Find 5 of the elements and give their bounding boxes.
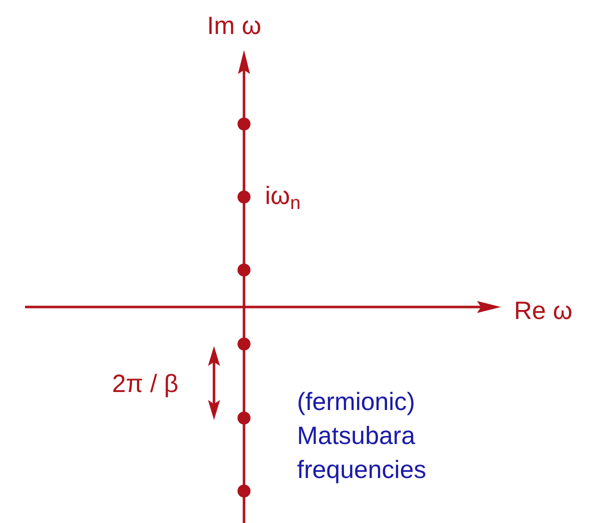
- axis-label: Im ω: [207, 11, 262, 42]
- axis-label: Re ω: [514, 296, 572, 327]
- point-label: iω$_{n}$: [265, 181, 301, 215]
- annotation-text: (fermionic) Matsubara frequencies: [297, 387, 428, 486]
- spacing-label: 2π / β: [112, 369, 178, 400]
